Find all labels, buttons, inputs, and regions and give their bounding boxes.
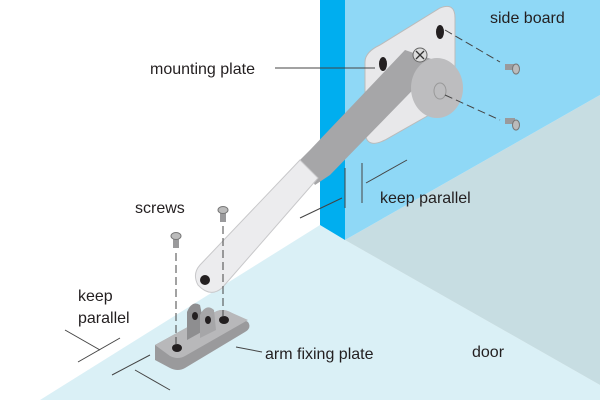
label-keep-parallel-left-2: parallel	[78, 310, 130, 327]
label-screws: screws	[135, 200, 185, 217]
guide-lines	[64, 29, 501, 391]
label-mounting-plate: mounting plate	[150, 61, 255, 78]
hinge-arm-upper	[300, 47, 463, 185]
label-keep-parallel-top: keep parallel	[380, 190, 471, 207]
arm-fixing-plate	[155, 303, 250, 370]
label-door: door	[472, 344, 505, 361]
label-arm-fixing-plate: arm fixing plate	[265, 346, 374, 363]
door-shadow	[345, 95, 600, 385]
label-side-board: side board	[490, 10, 565, 27]
label-keep-parallel-left-1: keep	[78, 288, 113, 305]
hinge-arm-lower	[194, 159, 319, 293]
screw-icon	[170, 63, 520, 248]
side-board-edge	[320, 0, 345, 240]
